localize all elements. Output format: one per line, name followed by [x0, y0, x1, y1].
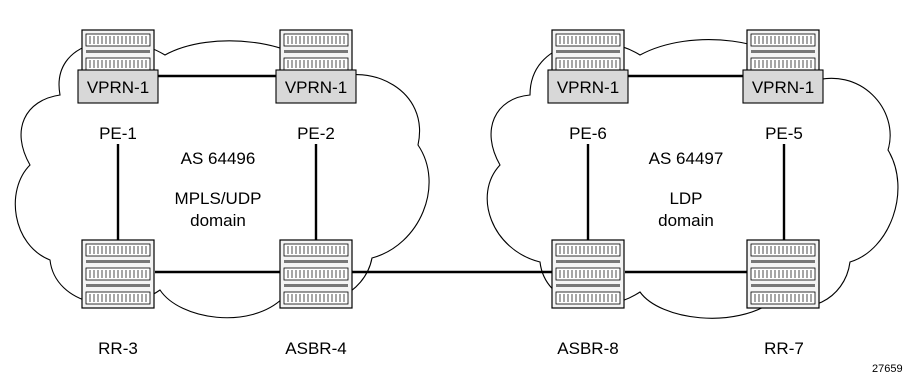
vprn-label-pe5: VPRN-1 [752, 78, 814, 97]
vprn-label-pe1: VPRN-1 [87, 78, 149, 97]
node-label-pe2: PE-2 [297, 124, 335, 143]
figure-id: 27659 [872, 363, 903, 375]
domain-word-left: domain [190, 211, 246, 230]
domain-word-right: domain [658, 211, 714, 230]
vprn-box-pe6: VPRN-1 [547, 69, 629, 104]
vprn-box-pe2: VPRN-1 [275, 69, 357, 104]
domain-cloud-left [14, 40, 430, 319]
node-label-rr3: RR-3 [98, 339, 138, 358]
as-label-left: AS 64496 [181, 149, 256, 168]
vprn-label-pe6: VPRN-1 [557, 78, 619, 97]
node-label-asbr8: ASBR-8 [557, 339, 618, 358]
node-label-pe1: PE-1 [99, 124, 137, 143]
router-asbr4[interactable] [279, 239, 353, 309]
vprn-label-pe2: VPRN-1 [285, 78, 347, 97]
node-label-rr7: RR-7 [764, 339, 804, 358]
node-label-pe6: PE-6 [569, 124, 607, 143]
node-label-pe5: PE-5 [765, 124, 803, 143]
router-rr7[interactable] [746, 239, 820, 309]
protocol-label-right: LDP [669, 189, 702, 208]
vprn-box-pe1: VPRN-1 [77, 69, 159, 104]
vprn-box-pe5: VPRN-1 [742, 69, 824, 104]
node-label-asbr4: ASBR-4 [285, 339, 346, 358]
router-asbr8[interactable] [551, 239, 625, 309]
as-label-right: AS 64497 [649, 149, 724, 168]
protocol-label-left: MPLS/UDP [175, 189, 262, 208]
router-rr3[interactable] [81, 239, 155, 309]
